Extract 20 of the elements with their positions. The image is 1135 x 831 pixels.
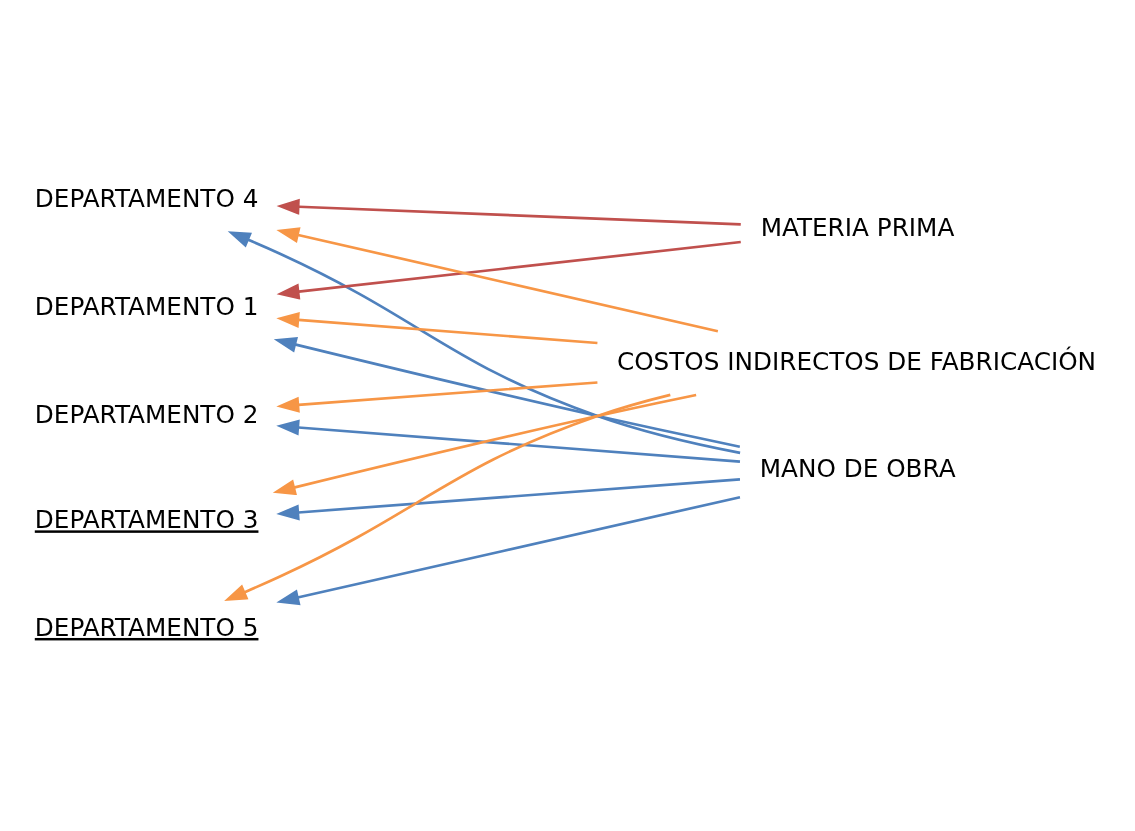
arrow [224,393,671,601]
node-text: DEPARTAMENTO 4 [34,183,259,213]
node-text: DEPARTAMENTO 5 [34,612,259,642]
node-text: DEPARTAMENTO 2 [34,399,259,429]
arrow [276,311,598,344]
node-text: DEPARTAMENTO 3 [34,504,259,534]
arrow [276,240,741,300]
node-text: MATERIA PRIMA [760,212,955,242]
node-text: DEPARTAMENTO 1 [34,291,259,321]
node-text: COSTOS INDIRECTOS DE FABRICACIÓN [616,346,1097,376]
arrow [276,419,741,463]
arrow [276,198,741,226]
arrow [276,477,741,520]
arrow [227,230,741,454]
arrow [276,380,598,413]
arrow [276,226,719,332]
arrow [273,336,741,448]
node-text: MANO DE OBRA [759,453,956,483]
arrow [276,495,741,605]
arrow [272,393,697,495]
